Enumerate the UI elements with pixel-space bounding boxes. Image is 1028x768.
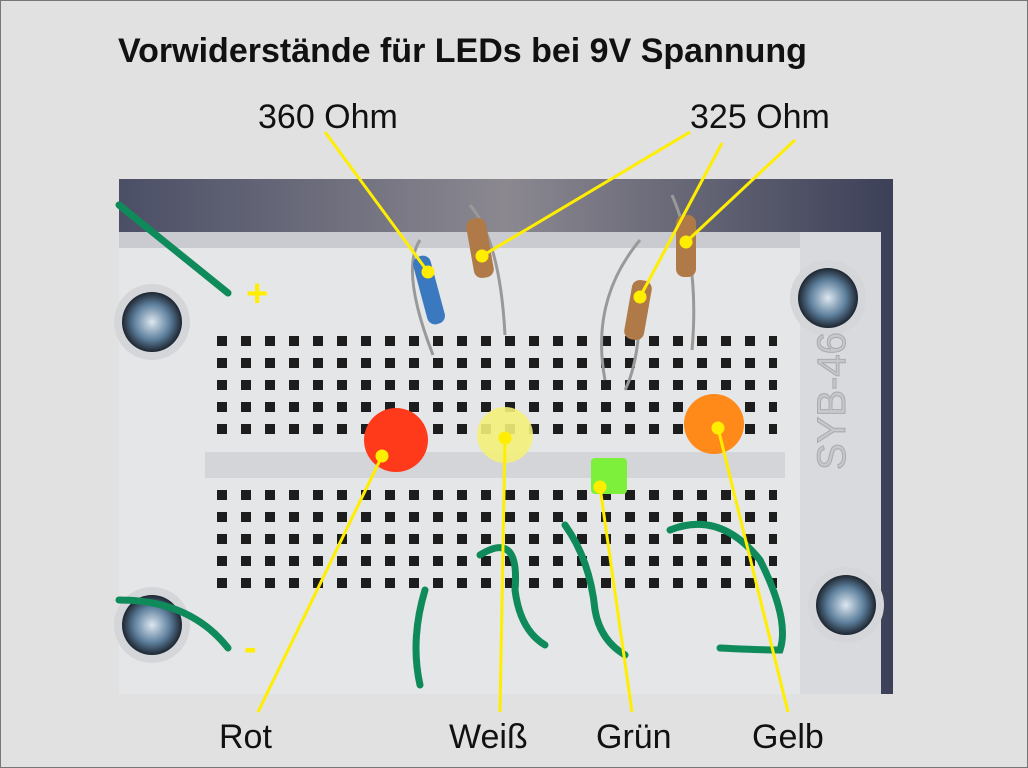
jumper-wires [115,201,786,689]
label-gelb: Gelb [752,718,824,756]
resistor-325-ohm [466,204,507,336]
label-gruen: Grün [596,718,672,756]
annotation-lines [256,130,797,713]
screw-icon [114,284,190,360]
label-360-ohm: 360 Ohm [258,98,398,136]
led-red [364,408,428,472]
board-marking: SYB-46 [810,332,854,470]
label-rot: Rot [219,718,272,756]
minus-sign: - [244,627,257,669]
label-weiss: Weiß [449,718,528,756]
slide-title: Vorwiderstände für LEDs bei 9V Spannung [118,32,807,70]
screw-icon [790,260,866,336]
resistor-360-ohm [411,239,445,356]
screw-icon [808,567,884,643]
plus-sign: + [246,273,268,315]
label-325-ohm: 325 Ohm [690,98,830,136]
